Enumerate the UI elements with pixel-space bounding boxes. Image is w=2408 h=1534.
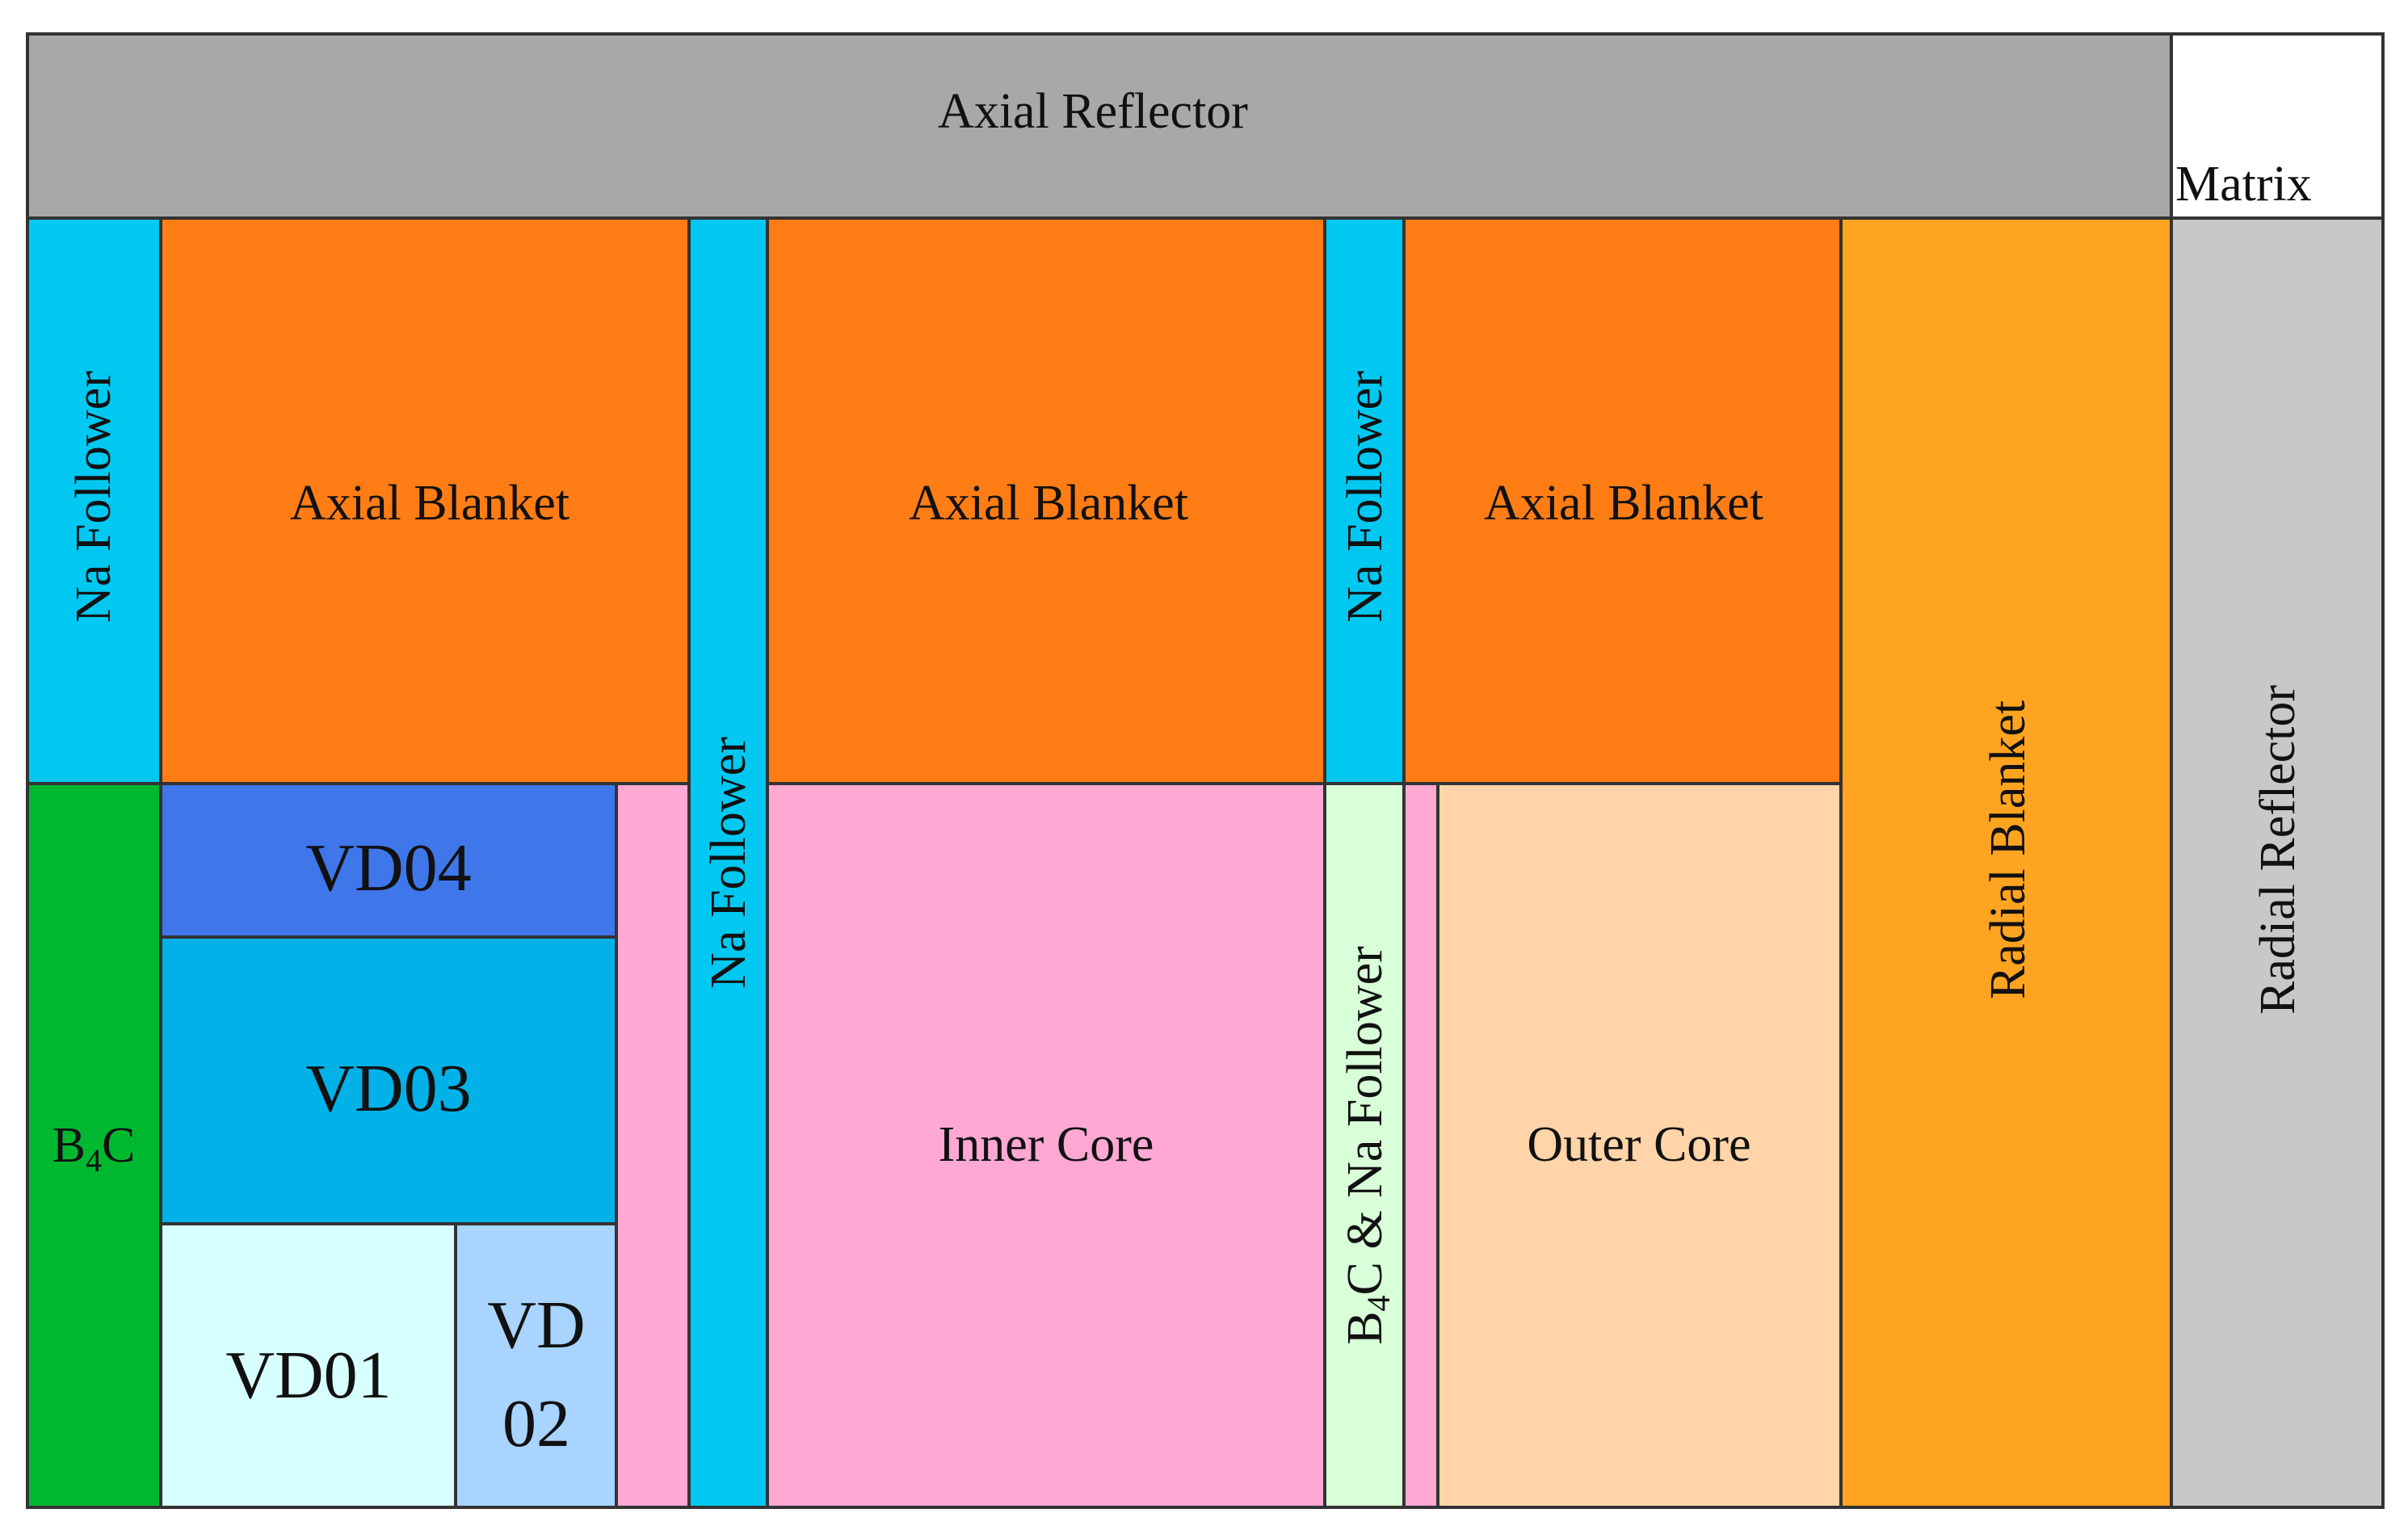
vd02-label-line2: 02 bbox=[502, 1386, 570, 1461]
outer-core-region bbox=[1436, 782, 1843, 1509]
axial-blanket-center-region bbox=[766, 216, 1326, 785]
axial-blanket-right-label: Axial Blanket bbox=[1484, 476, 1763, 531]
b4c-na-follower-label: B4C & Na Follower bbox=[1338, 946, 1397, 1345]
axial-blanket-left-label: Axial Blanket bbox=[290, 476, 569, 531]
radial-blanket-region bbox=[1839, 216, 2173, 1509]
na-follower-right-label: Na Follower bbox=[1338, 371, 1393, 623]
inner-core-left-strip bbox=[615, 782, 691, 1509]
inner-core-label: Inner Core bbox=[939, 1117, 1154, 1172]
b4c-na-follower-region bbox=[1323, 782, 1406, 1509]
b4c-region bbox=[26, 782, 162, 1509]
vd01-region bbox=[159, 1222, 457, 1509]
matrix-region bbox=[2170, 32, 2385, 220]
axial-blanket-right-region bbox=[1402, 216, 1843, 785]
na-follower-left-region bbox=[26, 216, 162, 785]
vd03-label: VD03 bbox=[305, 1051, 471, 1126]
vd04-region bbox=[159, 782, 618, 939]
matrix-label: Matrix bbox=[2175, 157, 2312, 212]
axial-blanket-center-label: Axial Blanket bbox=[909, 476, 1188, 531]
inner-core-right-strip bbox=[1402, 782, 1439, 1509]
axial-blanket-left-region bbox=[159, 216, 691, 785]
vd01-label: VD01 bbox=[225, 1338, 391, 1413]
axial-reflector-region bbox=[26, 32, 2173, 220]
na-follower-center-label: Na Follower bbox=[701, 737, 756, 989]
na-follower-center-region bbox=[687, 216, 769, 1509]
vd02-region bbox=[454, 1222, 618, 1509]
radial-blanket-label: Radial Blanket bbox=[1981, 700, 2036, 999]
radial-reflector-label: Radial Reflector bbox=[2250, 685, 2305, 1015]
axial-reflector-label: Axial Reflector bbox=[938, 84, 1248, 139]
vd04-label: VD04 bbox=[305, 830, 471, 906]
na-follower-left-label: Na Follower bbox=[66, 371, 121, 623]
vd02-label-line1: VD bbox=[487, 1288, 585, 1363]
radial-reflector-region bbox=[2170, 216, 2385, 1509]
outer-core-label: Outer Core bbox=[1527, 1117, 1750, 1172]
b4c-label: B4C bbox=[53, 1118, 136, 1179]
na-follower-right-region bbox=[1323, 216, 1406, 785]
